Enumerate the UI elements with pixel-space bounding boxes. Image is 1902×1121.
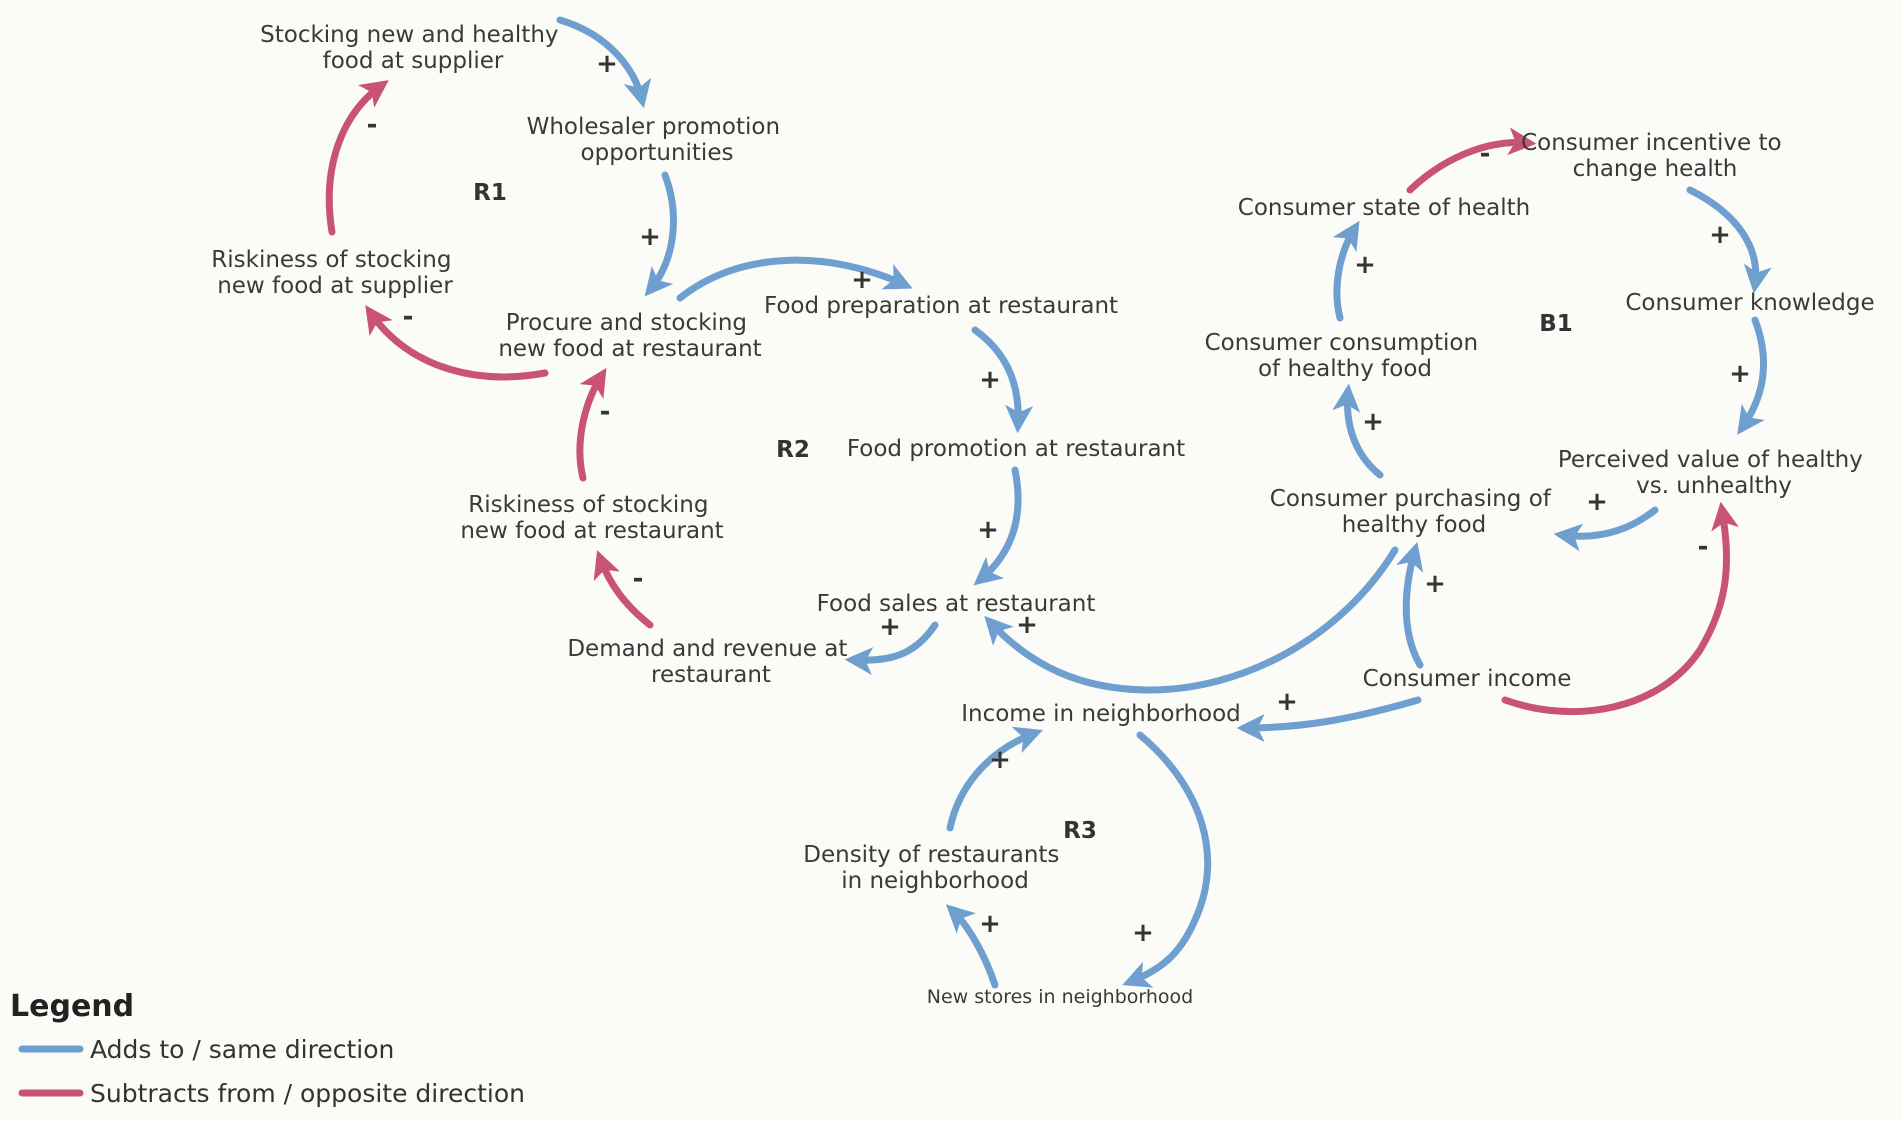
link-food-preparation-to-food-promotion xyxy=(971,326,1034,434)
node-consumer-state-health: Consumer state of health xyxy=(1238,195,1530,221)
sign-income-neighborhood-to-new-stores: + xyxy=(1132,918,1154,948)
sign-consumption-to-state-health: + xyxy=(1354,250,1376,280)
link-density-restaurants-to-income-neighborhood xyxy=(946,726,1043,832)
link-riskiness-restaurant-to-procure-stocking xyxy=(576,367,607,482)
sign-food-sales-to-demand: + xyxy=(879,612,901,642)
sign-riskiness-restaurant-to-procure: - xyxy=(600,397,611,427)
sign-incentive-to-knowledge: + xyxy=(1709,220,1731,250)
loop-label-r3: R3 xyxy=(1063,818,1097,844)
link-wholesaler-promotion-to-procure-stocking xyxy=(644,171,677,297)
sign-procure-to-food-preparation: + xyxy=(851,265,873,295)
sign-knowledge-to-perceived-value: + xyxy=(1729,359,1751,389)
legend-title: Legend xyxy=(10,989,134,1024)
link-procure-stocking-to-food-preparation xyxy=(676,256,913,302)
loop-label-b1: B1 xyxy=(1539,311,1573,337)
node-perceived-value: Perceived value of healthy vs. unhealthy xyxy=(1558,447,1870,499)
link-consumer-state-health-to-consumer-incentive xyxy=(1406,127,1537,194)
link-perceived-value-to-consumer-purchasing xyxy=(1553,506,1659,552)
node-consumer-purchasing: Consumer purchasing of healthy food xyxy=(1270,486,1558,538)
link-consumer-consumption-to-consumer-state-health xyxy=(1332,220,1360,322)
legend: Legend Adds to / same direction Subtract… xyxy=(10,989,525,1108)
sign-purchasing-to-consumption: + xyxy=(1362,407,1384,437)
node-procure-stocking: Procure and stocking new food at restaur… xyxy=(498,310,761,362)
sign-state-health-to-incentive: - xyxy=(1480,139,1491,169)
node-stocking-supplier: Stocking new and healthy food at supplie… xyxy=(260,22,566,74)
link-consumer-purchasing-to-food-sales xyxy=(984,546,1399,694)
legend-adds-label: Adds to / same direction xyxy=(90,1035,394,1064)
sign-stocking-supplier-to-wholesaler: + xyxy=(596,49,618,79)
node-food-preparation: Food preparation at restaurant xyxy=(764,293,1118,319)
sign-procure-to-riskiness-supplier: - xyxy=(403,302,414,332)
sign-consumer-income-to-perceived-value: - xyxy=(1698,532,1709,562)
link-new-stores-to-density-restaurants xyxy=(945,904,999,989)
sign-demand-to-riskiness-restaurant: - xyxy=(633,564,644,594)
link-riskiness-supplier-to-stocking-supplier xyxy=(325,80,389,236)
node-wholesaler-promotion: Wholesaler promotion opportunities xyxy=(527,114,788,166)
link-food-sales-to-demand-revenue xyxy=(844,621,939,676)
node-food-promotion: Food promotion at restaurant xyxy=(847,436,1185,462)
link-consumer-income-to-income-neighborhood xyxy=(1236,696,1422,742)
node-new-stores: New stores in neighborhood xyxy=(927,986,1193,1008)
sign-wholesaler-to-procure: + xyxy=(639,222,661,252)
loop-label-r1: R1 xyxy=(473,180,507,206)
sign-consumer-purchasing-to-food-sales: + xyxy=(1016,610,1038,640)
sign-consumer-income-to-purchasing: + xyxy=(1424,569,1446,599)
node-consumer-income: Consumer income xyxy=(1363,666,1572,692)
link-procure-stocking-to-riskiness-supplier xyxy=(365,305,549,381)
sign-new-stores-to-density: + xyxy=(979,909,1001,939)
link-consumer-income-to-consumer-purchasing xyxy=(1396,541,1424,669)
link-consumer-incentive-to-consumer-knowledge xyxy=(1686,186,1772,294)
loop-label-r2: R2 xyxy=(776,437,810,463)
node-income-neighborhood: Income in neighborhood xyxy=(961,701,1241,727)
node-consumer-consumption: Consumer consumption of healthy food xyxy=(1205,330,1486,382)
sign-food-promotion-to-sales: + xyxy=(977,515,999,545)
link-food-promotion-to-food-sales xyxy=(973,466,1022,586)
sign-density-to-income-neighborhood: + xyxy=(989,745,1011,775)
node-consumer-incentive: Consumer incentive to change health xyxy=(1521,130,1789,182)
node-density-restaurants: Density of restaurants in neighborhood xyxy=(803,842,1066,894)
link-stocking-supplier-to-wholesaler-promotion xyxy=(556,16,652,109)
sign-consumer-income-to-income-neighborhood: + xyxy=(1276,687,1298,717)
link-consumer-income-to-perceived-value xyxy=(1501,501,1739,716)
node-riskiness-restaurant: Riskiness of stocking new food at restau… xyxy=(460,492,723,544)
link-consumer-purchasing-to-consumer-consumption xyxy=(1332,383,1384,479)
link-income-neighborhood-to-new-stores xyxy=(1122,731,1212,988)
legend-subtracts-label: Subtracts from / opposite direction xyxy=(90,1079,525,1108)
node-consumer-knowledge: Consumer knowledge xyxy=(1625,290,1874,316)
node-demand-revenue: Demand and revenue at restaurant xyxy=(567,636,854,688)
sign-food-preparation-to-promotion: + xyxy=(979,365,1001,395)
node-riskiness-supplier: Riskiness of stocking new food at suppli… xyxy=(211,247,458,299)
node-food-sales: Food sales at restaurant xyxy=(817,591,1096,617)
link-consumer-knowledge-to-perceived-value xyxy=(1737,316,1768,435)
sign-perceived-value-to-purchasing: + xyxy=(1586,487,1608,517)
sign-riskiness-supplier-to-stocking-supplier: - xyxy=(367,110,378,140)
link-demand-revenue-to-riskiness-restaurant xyxy=(593,550,654,629)
